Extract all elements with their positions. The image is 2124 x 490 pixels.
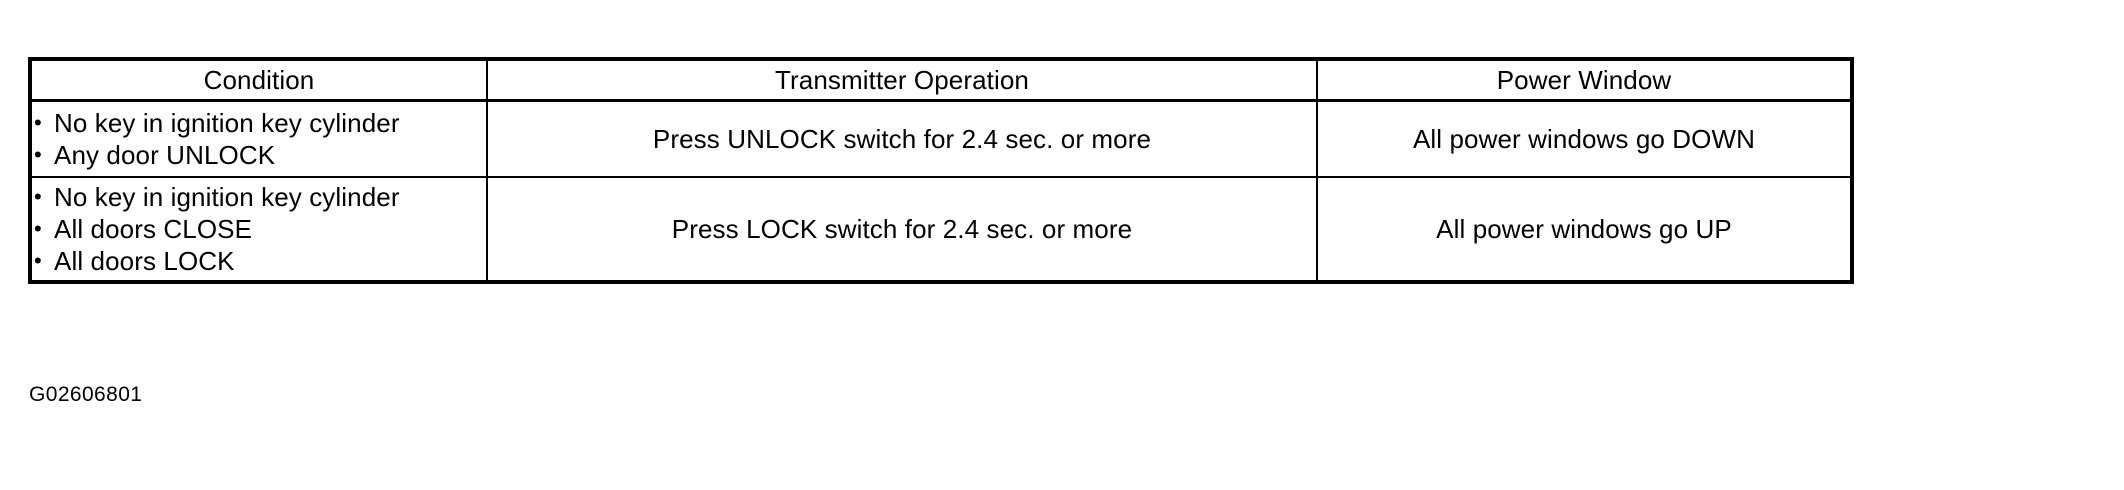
list-item: • All doors LOCK — [32, 245, 486, 277]
table-row: • No key in ignition key cylinder • All … — [29, 176, 1853, 283]
list-item: • All doors CLOSE — [32, 213, 486, 245]
condition-list: • No key in ignition key cylinder • All … — [32, 181, 486, 277]
bullet-icon: • — [34, 216, 42, 241]
list-item: • No key in ignition key cylinder — [32, 107, 486, 139]
power-window-cell: All power windows go UP — [1316, 176, 1853, 283]
condition-text: Any door UNLOCK — [54, 140, 276, 170]
table-header-row: Condition Transmitter Operation Power Wi… — [29, 58, 1853, 102]
bullet-icon: • — [34, 110, 42, 135]
condition-cell: • No key in ignition key cylinder • Any … — [29, 99, 488, 178]
figure-caption: G02606801 — [29, 383, 143, 406]
column-header-transmitter-operation: Transmitter Operation — [486, 58, 1318, 102]
list-item: • No key in ignition key cylinder — [32, 181, 486, 213]
table-row: • No key in ignition key cylinder • Any … — [29, 99, 1853, 178]
condition-text: All doors CLOSE — [54, 214, 253, 244]
power-window-cell: All power windows go DOWN — [1316, 99, 1853, 178]
column-header-condition: Condition — [29, 58, 488, 102]
condition-text: All doors LOCK — [54, 246, 235, 276]
transmitter-operation-cell: Press UNLOCK switch for 2.4 sec. or more — [486, 99, 1318, 178]
list-item: • Any door UNLOCK — [32, 139, 486, 171]
transmitter-operation-cell: Press LOCK switch for 2.4 sec. or more — [486, 176, 1318, 283]
condition-cell: • No key in ignition key cylinder • All … — [29, 176, 488, 283]
condition-text: No key in ignition key cylinder — [54, 182, 400, 212]
bullet-icon: • — [34, 248, 42, 273]
condition-list: • No key in ignition key cylinder • Any … — [32, 107, 486, 171]
column-header-power-window: Power Window — [1316, 58, 1853, 102]
condition-text: No key in ignition key cylinder — [54, 108, 400, 138]
bullet-icon: • — [34, 142, 42, 167]
bullet-icon: • — [34, 184, 42, 209]
keyless-entry-power-window-table: Condition Transmitter Operation Power Wi… — [28, 57, 1854, 284]
